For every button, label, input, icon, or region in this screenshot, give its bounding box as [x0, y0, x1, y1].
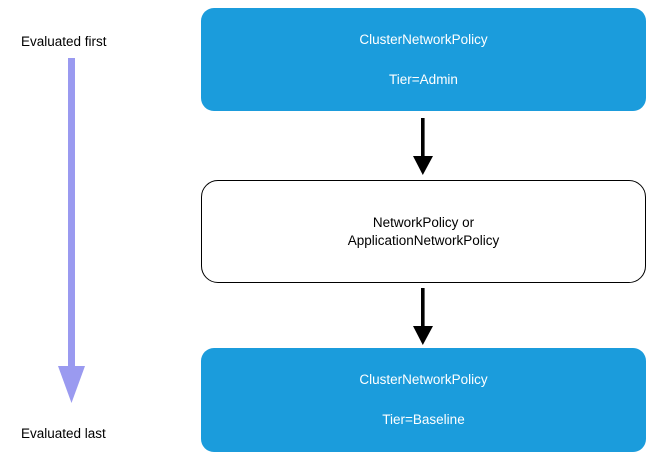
- node-admin-title: ClusterNetworkPolicy: [359, 31, 488, 47]
- node-baseline-title: ClusterNetworkPolicy: [359, 372, 488, 388]
- evaluation-order-arrow-icon: [40, 58, 104, 404]
- node-network-policy-or-application-network-policy[interactable]: NetworkPolicy or ApplicationNetworkPolic…: [201, 180, 646, 283]
- node-standard-line-2: ApplicationNetworkPolicy: [347, 232, 500, 248]
- node-baseline-subtitle: Tier=Baseline: [382, 412, 465, 427]
- node-standard-line-1: NetworkPolicy or: [372, 214, 475, 230]
- node-admin-subtitle: Tier=Admin: [389, 71, 458, 87]
- node-cluster-network-policy-baseline[interactable]: ClusterNetworkPolicy Tier=Baseline: [201, 348, 646, 452]
- evaluated-last-label: Evaluated last: [21, 426, 106, 441]
- connector-standard-to-baseline-icon: [403, 288, 443, 346]
- node-cluster-network-policy-admin[interactable]: ClusterNetworkPolicy Tier=Admin: [201, 8, 646, 111]
- evaluated-first-label: Evaluated first: [21, 34, 107, 49]
- connector-admin-to-standard-icon: [403, 118, 443, 176]
